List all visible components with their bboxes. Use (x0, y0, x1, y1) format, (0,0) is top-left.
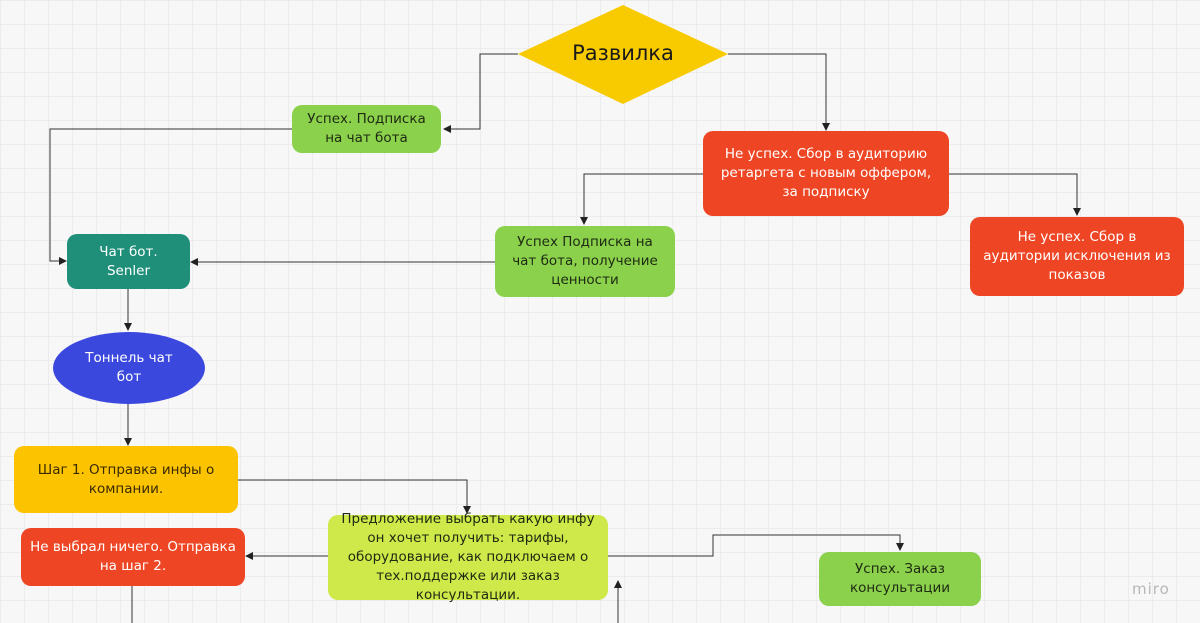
fail-retarget-node[interactable]: Не успех. Сбор в аудиторию ретаргета с н… (703, 131, 949, 216)
step1-node[interactable]: Шаг 1. Отправка инфы о компании. (14, 446, 238, 513)
edge-fork-to-success-subscribe (443, 53, 518, 133)
success-subscribe-node[interactable]: Успех. Подписка на чат бота (292, 105, 441, 153)
funnel-node[interactable]: Тоннель чат бот (53, 332, 205, 404)
fork-label: Развилка (572, 41, 674, 65)
edge-fork-to-fail-retarget (728, 53, 830, 131)
offer-choice-node[interactable]: Предложение выбрать какую инфу он хочет … (328, 511, 608, 603)
fork-diamond (518, 5, 728, 104)
edge-offer-to-consult (608, 534, 904, 557)
edge-step1-to-offer (238, 479, 471, 514)
success-consult-node[interactable]: Успех. Заказ консультации (819, 552, 981, 606)
edge-fail-retarget-to-fail-exclude (949, 173, 1081, 216)
chatbot-senler-node[interactable]: Чат бот. Senler (67, 234, 190, 289)
edge-fail-retarget-to-success-value (580, 173, 703, 225)
fail-exclude-node[interactable]: Не успех. Сбор в аудитории исключения из… (970, 217, 1184, 296)
nothing-chosen-node[interactable]: Не выбрал ничего. Отправка на шаг 2. (21, 528, 245, 586)
edge-success-subscribe-to-chatbot (49, 128, 292, 265)
success-value-node[interactable]: Успех Подписка на чат бота, получение це… (495, 226, 675, 297)
miro-watermark: miro (1132, 580, 1170, 598)
